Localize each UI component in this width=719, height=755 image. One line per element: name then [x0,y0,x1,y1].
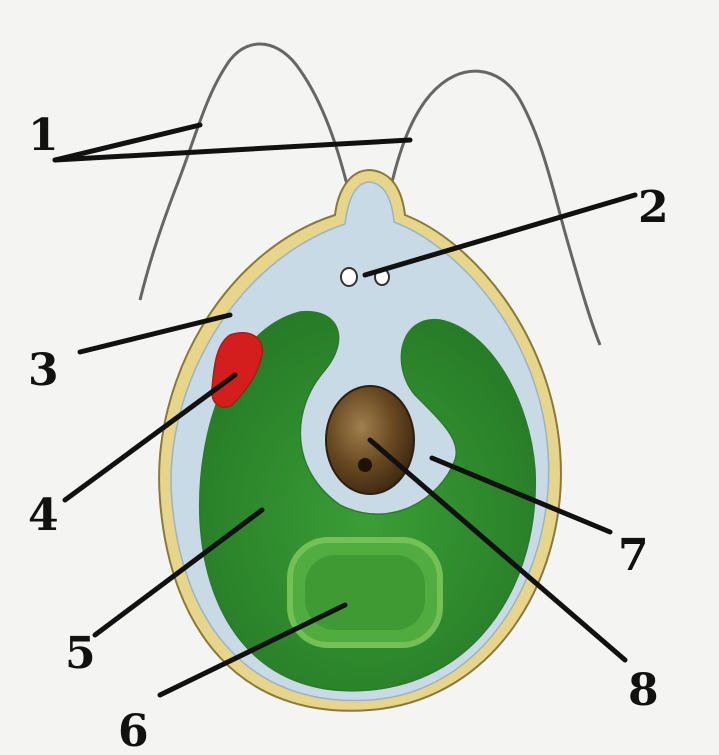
label-7: 7 [618,530,649,581]
label-8: 8 [628,665,659,716]
leader-line-1b [55,140,410,160]
label-4: 4 [28,490,59,541]
label-1: 1 [28,110,59,161]
contractile-vacuole-left [341,268,357,286]
label-2: 2 [638,182,669,233]
label-5: 5 [65,628,96,679]
label-3: 3 [28,345,59,396]
label-6: 6 [118,706,149,755]
nucleolus [358,458,372,472]
